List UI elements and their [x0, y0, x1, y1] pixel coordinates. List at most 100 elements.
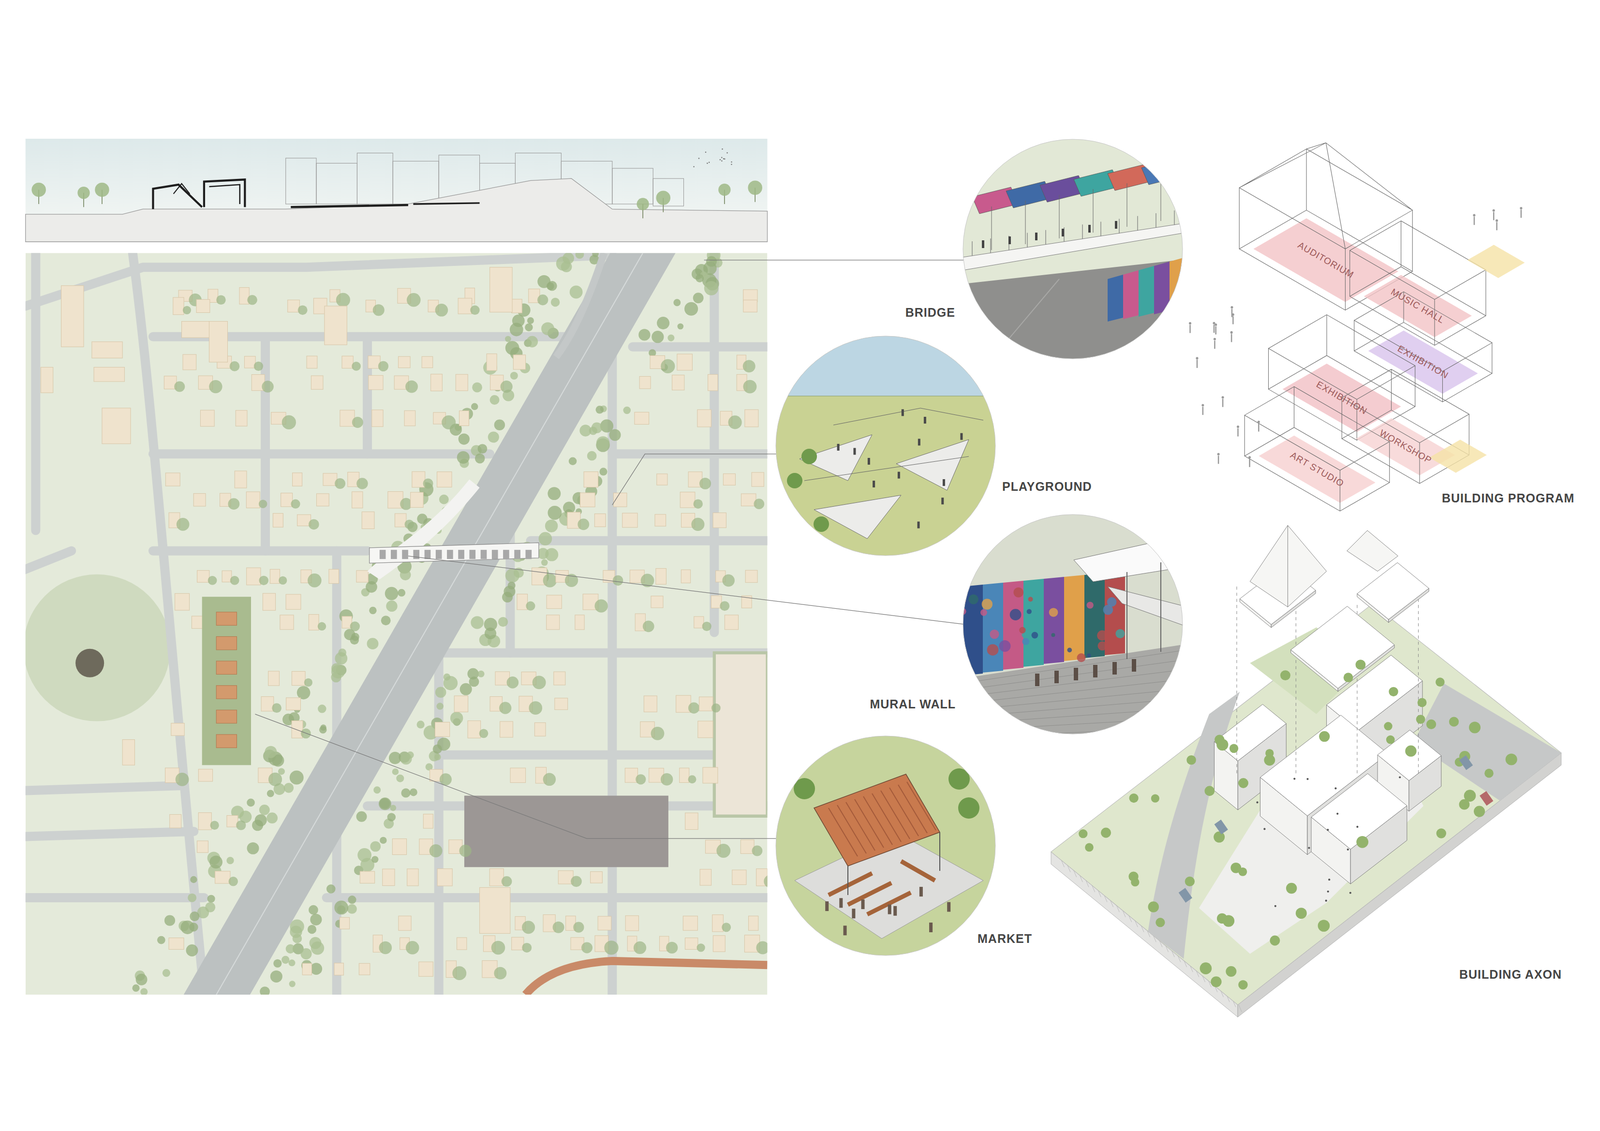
road: [25, 550, 72, 572]
house: [352, 491, 363, 509]
tree: [1078, 829, 1088, 839]
tree: [581, 942, 593, 954]
tree: [711, 703, 721, 713]
canopy-post: [1093, 189, 1094, 233]
tree: [396, 774, 404, 783]
bridge-panel: [514, 549, 521, 560]
vignette-drawing: [775, 735, 996, 957]
market-stall: [216, 612, 237, 626]
house: [458, 298, 472, 314]
person: [981, 240, 985, 249]
tree: [528, 701, 543, 715]
house: [292, 473, 303, 487]
tree: [1417, 697, 1427, 708]
mural-panel: [1023, 578, 1044, 667]
tree: [458, 433, 470, 445]
house: [382, 869, 395, 886]
tree: [1200, 962, 1213, 975]
house: [269, 569, 280, 584]
house: [287, 299, 300, 312]
tree: [521, 920, 535, 934]
market-stall: [216, 661, 237, 675]
tree: [547, 487, 561, 501]
vignette-circle: MARKET: [775, 735, 996, 957]
tree: [753, 498, 765, 510]
tree: [350, 621, 360, 632]
bridge-panel: [390, 549, 398, 560]
tree: [336, 293, 351, 308]
house: [235, 410, 248, 427]
drawing-title: BUILDING PROGRAM: [1441, 491, 1575, 506]
road: [962, 259, 1184, 360]
tree: [319, 725, 327, 734]
bird: [723, 158, 725, 160]
tree: [527, 317, 534, 325]
pond: [75, 649, 104, 678]
tree: [1468, 721, 1481, 734]
person-head: [1221, 396, 1225, 399]
tree: [660, 773, 673, 786]
tree: [537, 294, 549, 306]
tree: [371, 856, 379, 863]
running-track: [525, 961, 768, 995]
tree: [389, 804, 397, 812]
vignette-heading: BRIDGE: [905, 305, 956, 320]
tree: [437, 737, 451, 751]
tree: [525, 601, 535, 611]
tree: [721, 922, 731, 933]
tree: [372, 304, 385, 316]
tree: [502, 592, 513, 603]
tree: [352, 416, 364, 429]
market-site: [202, 596, 252, 766]
vignette-drawing: [962, 514, 1184, 735]
person: [1114, 221, 1118, 229]
tree: [356, 811, 368, 823]
building-roof: [1311, 773, 1408, 850]
house: [334, 963, 344, 976]
person: [1213, 324, 1215, 333]
tree: [435, 687, 447, 699]
mural-mark: [968, 594, 978, 605]
section-cut: [204, 179, 245, 208]
tree: [406, 751, 415, 759]
tree: [405, 380, 418, 394]
tree: [273, 959, 282, 968]
tree: [409, 788, 418, 797]
tree: [1295, 907, 1307, 919]
tree: [693, 292, 704, 304]
tree: [1426, 719, 1437, 730]
bridge-panel: [458, 549, 465, 560]
tree: [308, 519, 320, 531]
railing: [1100, 221, 1101, 237]
tree: [532, 675, 547, 690]
circle-outline: [775, 736, 996, 956]
house: [272, 513, 283, 528]
house: [168, 938, 184, 950]
tree: [1204, 785, 1215, 797]
house: [656, 474, 668, 486]
tree: [288, 959, 296, 967]
person: [1230, 334, 1233, 343]
tree: [338, 648, 347, 657]
house: [681, 569, 691, 583]
mural-panel: [1064, 575, 1085, 662]
person-head: [1217, 453, 1220, 456]
tree: [1238, 867, 1247, 877]
tree: [135, 974, 148, 986]
tree: [227, 498, 240, 510]
tree: [452, 966, 467, 981]
mural-mark: [1019, 627, 1026, 634]
house: [583, 472, 599, 488]
house: [286, 697, 301, 711]
tree: [656, 191, 671, 206]
tree: [278, 576, 287, 585]
house: [511, 937, 524, 950]
tree: [187, 893, 197, 903]
house: [316, 493, 329, 507]
tree: [162, 969, 171, 978]
tree: [331, 665, 345, 679]
section-building: [316, 163, 357, 205]
tree: [347, 904, 357, 915]
house: [421, 356, 433, 368]
tree: [443, 673, 451, 682]
